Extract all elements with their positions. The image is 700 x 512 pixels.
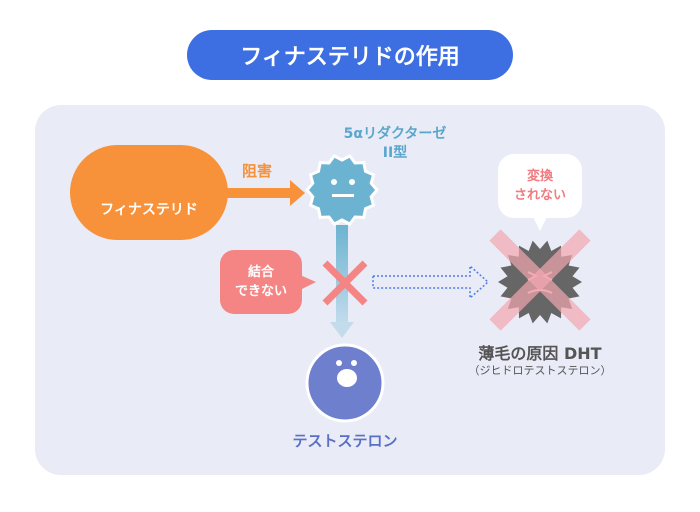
finasteride-label: フィナステリド xyxy=(100,202,198,218)
cannot-bind-bubble: 結合 できない xyxy=(220,250,302,314)
finasteride-node: フィナステリド xyxy=(70,145,228,240)
bubble-tail xyxy=(300,275,316,290)
testosterone-character-icon xyxy=(305,343,385,423)
enzyme-character-icon xyxy=(305,153,379,227)
bubble-line: 結合 xyxy=(247,265,274,280)
dotted-arrow xyxy=(372,264,490,300)
bubble-line: 変換 xyxy=(526,169,553,184)
enzyme-label-line1: 5αリダクターゼ xyxy=(343,126,447,142)
inhibit-label: 阻害 xyxy=(241,162,272,180)
page-title: フィナステリドの作用 xyxy=(187,30,513,80)
bubble-line: できない xyxy=(234,284,287,299)
inhibit-arrow xyxy=(220,180,305,206)
dht-label: 薄毛の原因 DHT xyxy=(478,344,602,363)
dht-sublabel: （ジヒドロテストステロン） xyxy=(468,364,612,377)
enzyme-label: 5αリダクターゼ II型 xyxy=(325,125,465,163)
not-converted-bubble: 変換 されない xyxy=(498,154,582,218)
block-x-icon xyxy=(322,260,368,306)
bubble-tail xyxy=(533,217,547,231)
enzyme-label-line2: II型 xyxy=(382,145,408,161)
bubble-line: されない xyxy=(513,188,566,203)
conversion-arrow xyxy=(330,225,354,338)
testosterone-label: テストステロン xyxy=(292,432,398,450)
cross-out-icon xyxy=(489,229,591,331)
